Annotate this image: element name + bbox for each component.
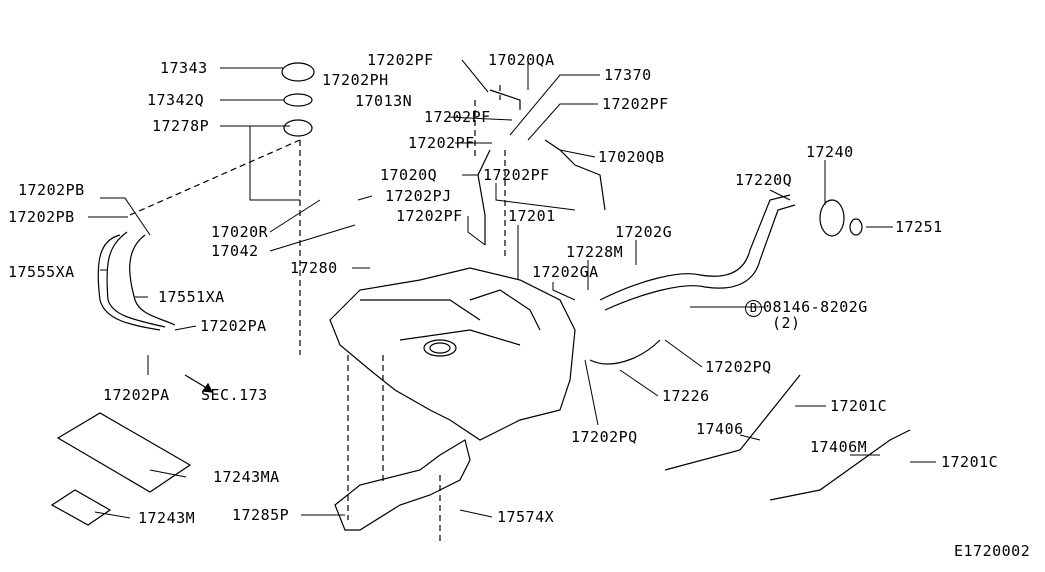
part-label: 17202PB (8, 208, 75, 226)
part-label: 17202PA (103, 386, 170, 404)
part-label: 17202PQ (705, 358, 772, 376)
part-label: 17285P (232, 506, 290, 524)
part-label: 17201C (941, 453, 999, 471)
part-label: 17042 (211, 242, 259, 260)
part-label: 17202PA (200, 317, 267, 335)
part-label: 17226 (662, 387, 710, 405)
part-label: 17202G (615, 223, 673, 241)
part-label: 17202PJ (385, 187, 452, 205)
diagram-id: E1720002 (954, 542, 1031, 560)
part-label: 17020R (211, 223, 269, 241)
part-label: 17240 (806, 143, 854, 161)
part-label: 17202PF (424, 108, 491, 126)
part-label: 17243MA (213, 468, 280, 486)
part-label: 17202PF (367, 51, 434, 69)
part-label: 17555XA (8, 263, 75, 281)
part-label: 17251 (895, 218, 943, 236)
part-label: SEC.173 (201, 386, 268, 404)
part-label: 17020Q (380, 166, 438, 184)
part-label: 17551XA (158, 288, 225, 306)
part-label: 17202PQ (571, 428, 638, 446)
part-label: 17202PB (18, 181, 85, 199)
part-label: 17220Q (735, 171, 793, 189)
part-label: 17201C (830, 397, 888, 415)
part-label: 17020QB (598, 148, 665, 166)
part-label: (2) (772, 314, 801, 332)
part-label: 17201 (508, 207, 556, 225)
part-label: 17202PF (602, 95, 669, 113)
fuel-tank (329, 267, 576, 441)
part-label: 17202PH (322, 71, 389, 89)
part-label: 17278P (152, 117, 210, 135)
pad-17243M (50, 489, 112, 526)
pad-17243MA (56, 412, 192, 493)
part-label: 17202PF (408, 134, 475, 152)
part-label: 17228M (566, 243, 624, 261)
part-label: 17406 (696, 420, 744, 438)
part-label: 17202PF (396, 207, 463, 225)
heat-shield (334, 439, 471, 531)
part-label: 17343 (160, 59, 208, 77)
part-label: 17243M (138, 509, 196, 527)
part-label: 17202PF (483, 166, 550, 184)
part-label: 17280 (290, 259, 338, 277)
bolt-part-number: 08146-8202G (763, 298, 868, 316)
part-label: 17574X (497, 508, 555, 526)
part-label: 17013N (355, 92, 413, 110)
part-label: 17370 (604, 66, 652, 84)
part-label: 17342Q (147, 91, 205, 109)
part-label: 17020QA (488, 51, 555, 69)
bolt-marker-icon: B (745, 300, 762, 317)
part-label: 17202GA (532, 263, 599, 281)
part-label: 17406M (810, 438, 868, 456)
